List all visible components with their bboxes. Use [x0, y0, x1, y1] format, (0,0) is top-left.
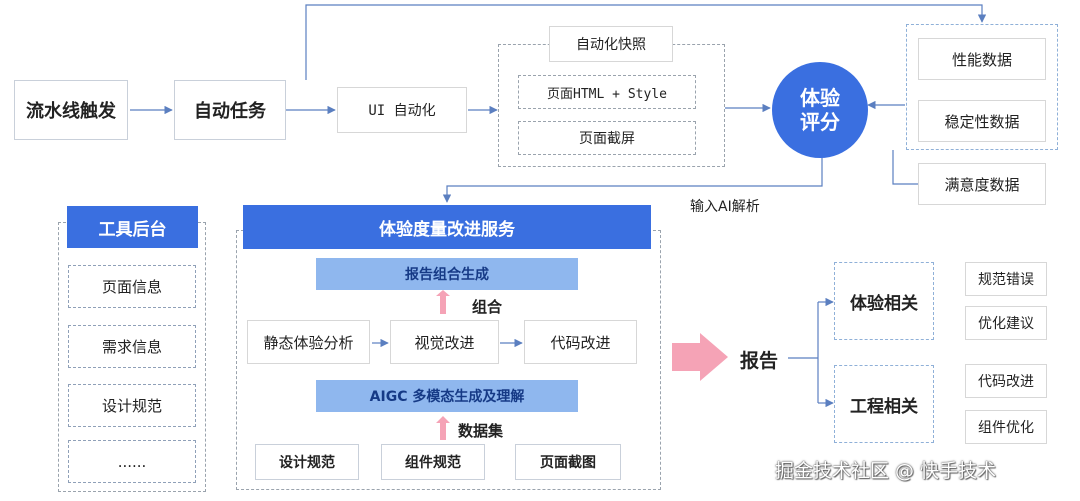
dataset-item-label: 设计规范 — [279, 455, 335, 471]
arrow-score-to-service — [442, 150, 823, 203]
tool-item-label: ...... — [117, 452, 147, 471]
ui-automation-label: UI 自动化 — [368, 103, 436, 119]
report-combo-box: 报告组合生成 — [316, 258, 578, 290]
tool-item-label: 需求信息 — [101, 338, 162, 356]
code-improvement-box: 代码改进 — [965, 364, 1047, 398]
tool-backend-title-box: 工具后台 — [67, 206, 198, 248]
metrics-container — [906, 24, 1058, 150]
ui-automation-box: UI 自动化 — [337, 87, 467, 133]
performance-data: 性能数据 — [951, 50, 1012, 69]
dataset-design-spec: 设计规范 — [255, 444, 359, 480]
report-big-arrow — [672, 333, 728, 381]
tool-item-design-spec: 设计规范 — [68, 384, 196, 427]
combine-up-arrow — [436, 290, 450, 314]
report-item-label: 优化建议 — [978, 316, 1034, 332]
arrow-top-loop — [305, 4, 987, 80]
component-optimization-box: 组件优化 — [965, 410, 1047, 444]
spec-error-box: 规范错误 — [965, 262, 1047, 296]
tool-backend-title: 工具后台 — [98, 219, 167, 240]
pipeline-trigger-box: 流水线触发 — [14, 80, 128, 140]
aigc-label: AIGC 多模态生成及理解 — [369, 389, 525, 405]
score-line1: 体验 — [800, 86, 840, 110]
engineering-related-box: 工程相关 — [834, 365, 934, 443]
auto-task-box: 自动任务 — [174, 80, 286, 140]
performance-data-box: 性能数据 — [918, 38, 1046, 80]
optimization-suggestion-box: 优化建议 — [965, 306, 1047, 340]
report-item-label: 规范错误 — [978, 272, 1034, 288]
visual-improve-label: 视觉改进 — [414, 333, 475, 352]
dataset-label: 数据集 — [458, 422, 504, 440]
watermark: 掘金技术社区 @ 快手技术 — [775, 460, 997, 482]
static-analysis-label: 静态体验分析 — [263, 333, 354, 352]
dataset-item-label: 页面截图 — [540, 455, 596, 471]
combine-label: 组合 — [472, 298, 503, 316]
engineering-related-label: 工程相关 — [850, 396, 918, 417]
report-combo-label: 报告组合生成 — [405, 267, 489, 283]
tool-item-label: 设计规范 — [101, 397, 162, 415]
auto-task-label: 自动任务 — [194, 101, 266, 122]
stability-data: 稳定性数据 — [944, 112, 1020, 131]
dataset-up-arrow — [436, 416, 450, 440]
experience-score-circle: 体验 评分 — [772, 62, 868, 158]
report-item-label: 组件优化 — [978, 420, 1034, 436]
experience-related-label: 体验相关 — [850, 293, 918, 314]
experience-related-box: 体验相关 — [834, 262, 934, 340]
aigc-box: AIGC 多模态生成及理解 — [316, 380, 578, 412]
visual-improve-box: 视觉改进 — [390, 320, 499, 364]
snapshot-screenshot-box: 页面截屏 — [518, 121, 696, 155]
tool-item-label: 页面信息 — [101, 278, 162, 296]
tool-item-requirement-info: 需求信息 — [68, 325, 196, 368]
snapshot-screenshot: 页面截屏 — [579, 131, 635, 147]
input-ai-label: 输入AI解析 — [690, 199, 760, 215]
dataset-component-spec: 组件规范 — [381, 444, 485, 480]
report-label: 报告 — [740, 350, 779, 372]
snapshot-html-style: 页面HTML + Style — [547, 86, 667, 102]
tool-item-ellipsis: ...... — [68, 440, 196, 483]
dataset-page-screenshot: 页面截图 — [515, 444, 621, 480]
code-improve-label: 代码改进 — [550, 333, 611, 352]
tool-item-page-info: 页面信息 — [68, 265, 196, 308]
static-analysis-box: 静态体验分析 — [247, 320, 370, 364]
line-satisfaction — [892, 150, 918, 185]
pipeline-trigger-label: 流水线触发 — [26, 101, 116, 122]
stability-data-box: 稳定性数据 — [918, 100, 1046, 142]
satisfaction-data-box: 满意度数据 — [918, 163, 1046, 205]
dataset-item-label: 组件规范 — [405, 455, 461, 471]
score-line2: 评分 — [800, 110, 840, 134]
snapshot-title-box: 自动化快照 — [549, 26, 673, 62]
code-improve-box: 代码改进 — [524, 320, 637, 364]
snapshot-html-style-box: 页面HTML + Style — [518, 75, 696, 109]
snapshot-title: 自动化快照 — [576, 37, 646, 53]
satisfaction-data: 满意度数据 — [944, 175, 1020, 194]
service-title: 体验度量改进服务 — [379, 219, 515, 240]
report-item-label: 代码改进 — [978, 374, 1034, 390]
service-title-box: 体验度量改进服务 — [243, 205, 651, 249]
